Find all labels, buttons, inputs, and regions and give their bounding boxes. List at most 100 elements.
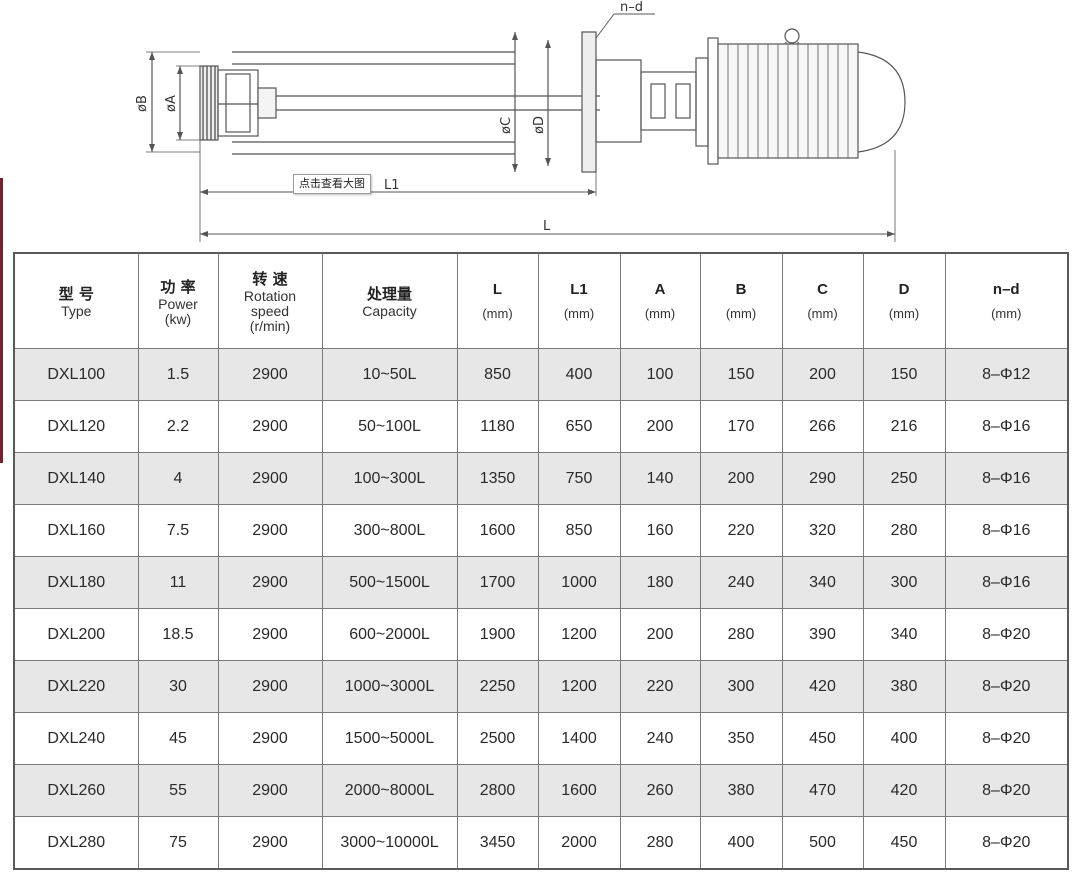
column-header-letter: L [492, 281, 503, 298]
column-header-unit: (mm) [482, 306, 513, 321]
column-header: L (mm) [456, 252, 539, 349]
column-header-unit: (mm) [725, 306, 757, 321]
column-header-en: (kw) [164, 310, 192, 327]
column-header-unit: (mm) [644, 306, 676, 321]
label-phi-b: øB [135, 95, 150, 112]
table-cell: 3450 [456, 816, 539, 870]
table-cell: 8–Φ20 [944, 764, 1069, 817]
table-cell: 1200 [537, 660, 621, 713]
view-large-image-tooltip[interactable]: 点击查看大图 [293, 174, 371, 194]
table-cell: 2800 [456, 764, 539, 817]
column-header: B(mm) [699, 252, 783, 349]
table-cell: 280 [862, 504, 946, 557]
table-cell: 200 [781, 348, 864, 401]
table-cell: 420 [781, 660, 864, 713]
table-cell: 2900 [217, 712, 323, 765]
table-cell: 1200 [537, 608, 621, 661]
column-header-letter: A [654, 281, 666, 298]
table-cell: DXL160 [13, 504, 139, 557]
table-cell: 300~800L [321, 504, 458, 557]
table-cell: 30 [137, 660, 219, 713]
table-cell: 2.2 [137, 400, 219, 453]
table-cell: 2500 [456, 712, 539, 765]
table-cell: 8–Φ20 [944, 712, 1069, 765]
table-cell: 1900 [456, 608, 539, 661]
table-cell: 55 [137, 764, 219, 817]
table-cell: 280 [619, 816, 701, 870]
table-cell: DXL120 [13, 400, 139, 453]
table-cell: 650 [537, 400, 621, 453]
table-cell: 8–Φ16 [944, 556, 1069, 609]
table-cell: 450 [862, 816, 946, 870]
column-header: C(mm) [781, 252, 864, 349]
table-cell: 4 [137, 452, 219, 505]
table-cell: 8–Φ20 [944, 816, 1069, 870]
table-cell: 3000~10000L [321, 816, 458, 870]
table-cell: 2900 [217, 400, 323, 453]
table-cell: 600~2000L [321, 608, 458, 661]
table-cell: 2000 [537, 816, 621, 870]
table-cell: 2900 [217, 660, 323, 713]
column-header-unit: (mm) [991, 306, 1022, 321]
table-cell: 1600 [537, 764, 621, 817]
table-cell: 400 [699, 816, 783, 870]
label-n-d: n–d [620, 0, 643, 15]
table-cell: 420 [862, 764, 946, 817]
table-cell: 240 [619, 712, 701, 765]
column-header-cn: 处理量 [366, 285, 412, 303]
table-cell: 290 [781, 452, 864, 505]
table-cell: 300 [862, 556, 946, 609]
table-cell: 75 [137, 816, 219, 870]
table-cell: 2900 [217, 504, 323, 557]
table-cell: 260 [619, 764, 701, 817]
table-cell: 8–Φ16 [944, 400, 1069, 453]
table-cell: 850 [456, 348, 539, 401]
column-header-en: (r/min) [249, 318, 291, 334]
table-cell: 10~50L [321, 348, 458, 401]
table-cell: 18.5 [137, 608, 219, 661]
table-cell: 1350 [456, 452, 539, 505]
table-cell: 8–Φ20 [944, 608, 1069, 661]
table-cell: 220 [619, 660, 701, 713]
table-cell: 200 [619, 608, 701, 661]
table-cell: 200 [619, 400, 701, 453]
table-cell: 8–Φ20 [944, 660, 1069, 713]
table-cell: DXL140 [13, 452, 139, 505]
table-cell: 500 [781, 816, 864, 870]
table-cell: 2900 [217, 556, 323, 609]
table-cell: DXL240 [13, 712, 139, 765]
column-header-letter: L1 [570, 281, 588, 298]
table-cell: 2900 [217, 348, 323, 401]
table-cell: 100 [619, 348, 701, 401]
label-l1: L1 [384, 178, 400, 193]
table-cell: 100~300L [321, 452, 458, 505]
table-cell: 2900 [217, 764, 323, 817]
column-header-en: Capacity [362, 303, 417, 319]
table-cell: DXL220 [13, 660, 139, 713]
column-header-letter: D [898, 281, 910, 298]
table-cell: 350 [699, 712, 783, 765]
table-cell: 7.5 [137, 504, 219, 557]
table-cell: 400 [537, 348, 621, 401]
table-cell: 380 [699, 764, 783, 817]
column-header: n–d (mm) [944, 252, 1069, 349]
column-header-letter: C [817, 281, 828, 298]
table-cell: 340 [862, 608, 946, 661]
left-accent-bar [0, 178, 3, 463]
column-header-en: Type [61, 303, 92, 319]
table-cell: 200 [699, 452, 783, 505]
column-header-letter: n–d [992, 281, 1020, 298]
table-cell: 8–Φ16 [944, 504, 1069, 557]
table-cell: 320 [781, 504, 864, 557]
column-header-en: Power [158, 295, 198, 312]
table-cell: 1700 [456, 556, 539, 609]
